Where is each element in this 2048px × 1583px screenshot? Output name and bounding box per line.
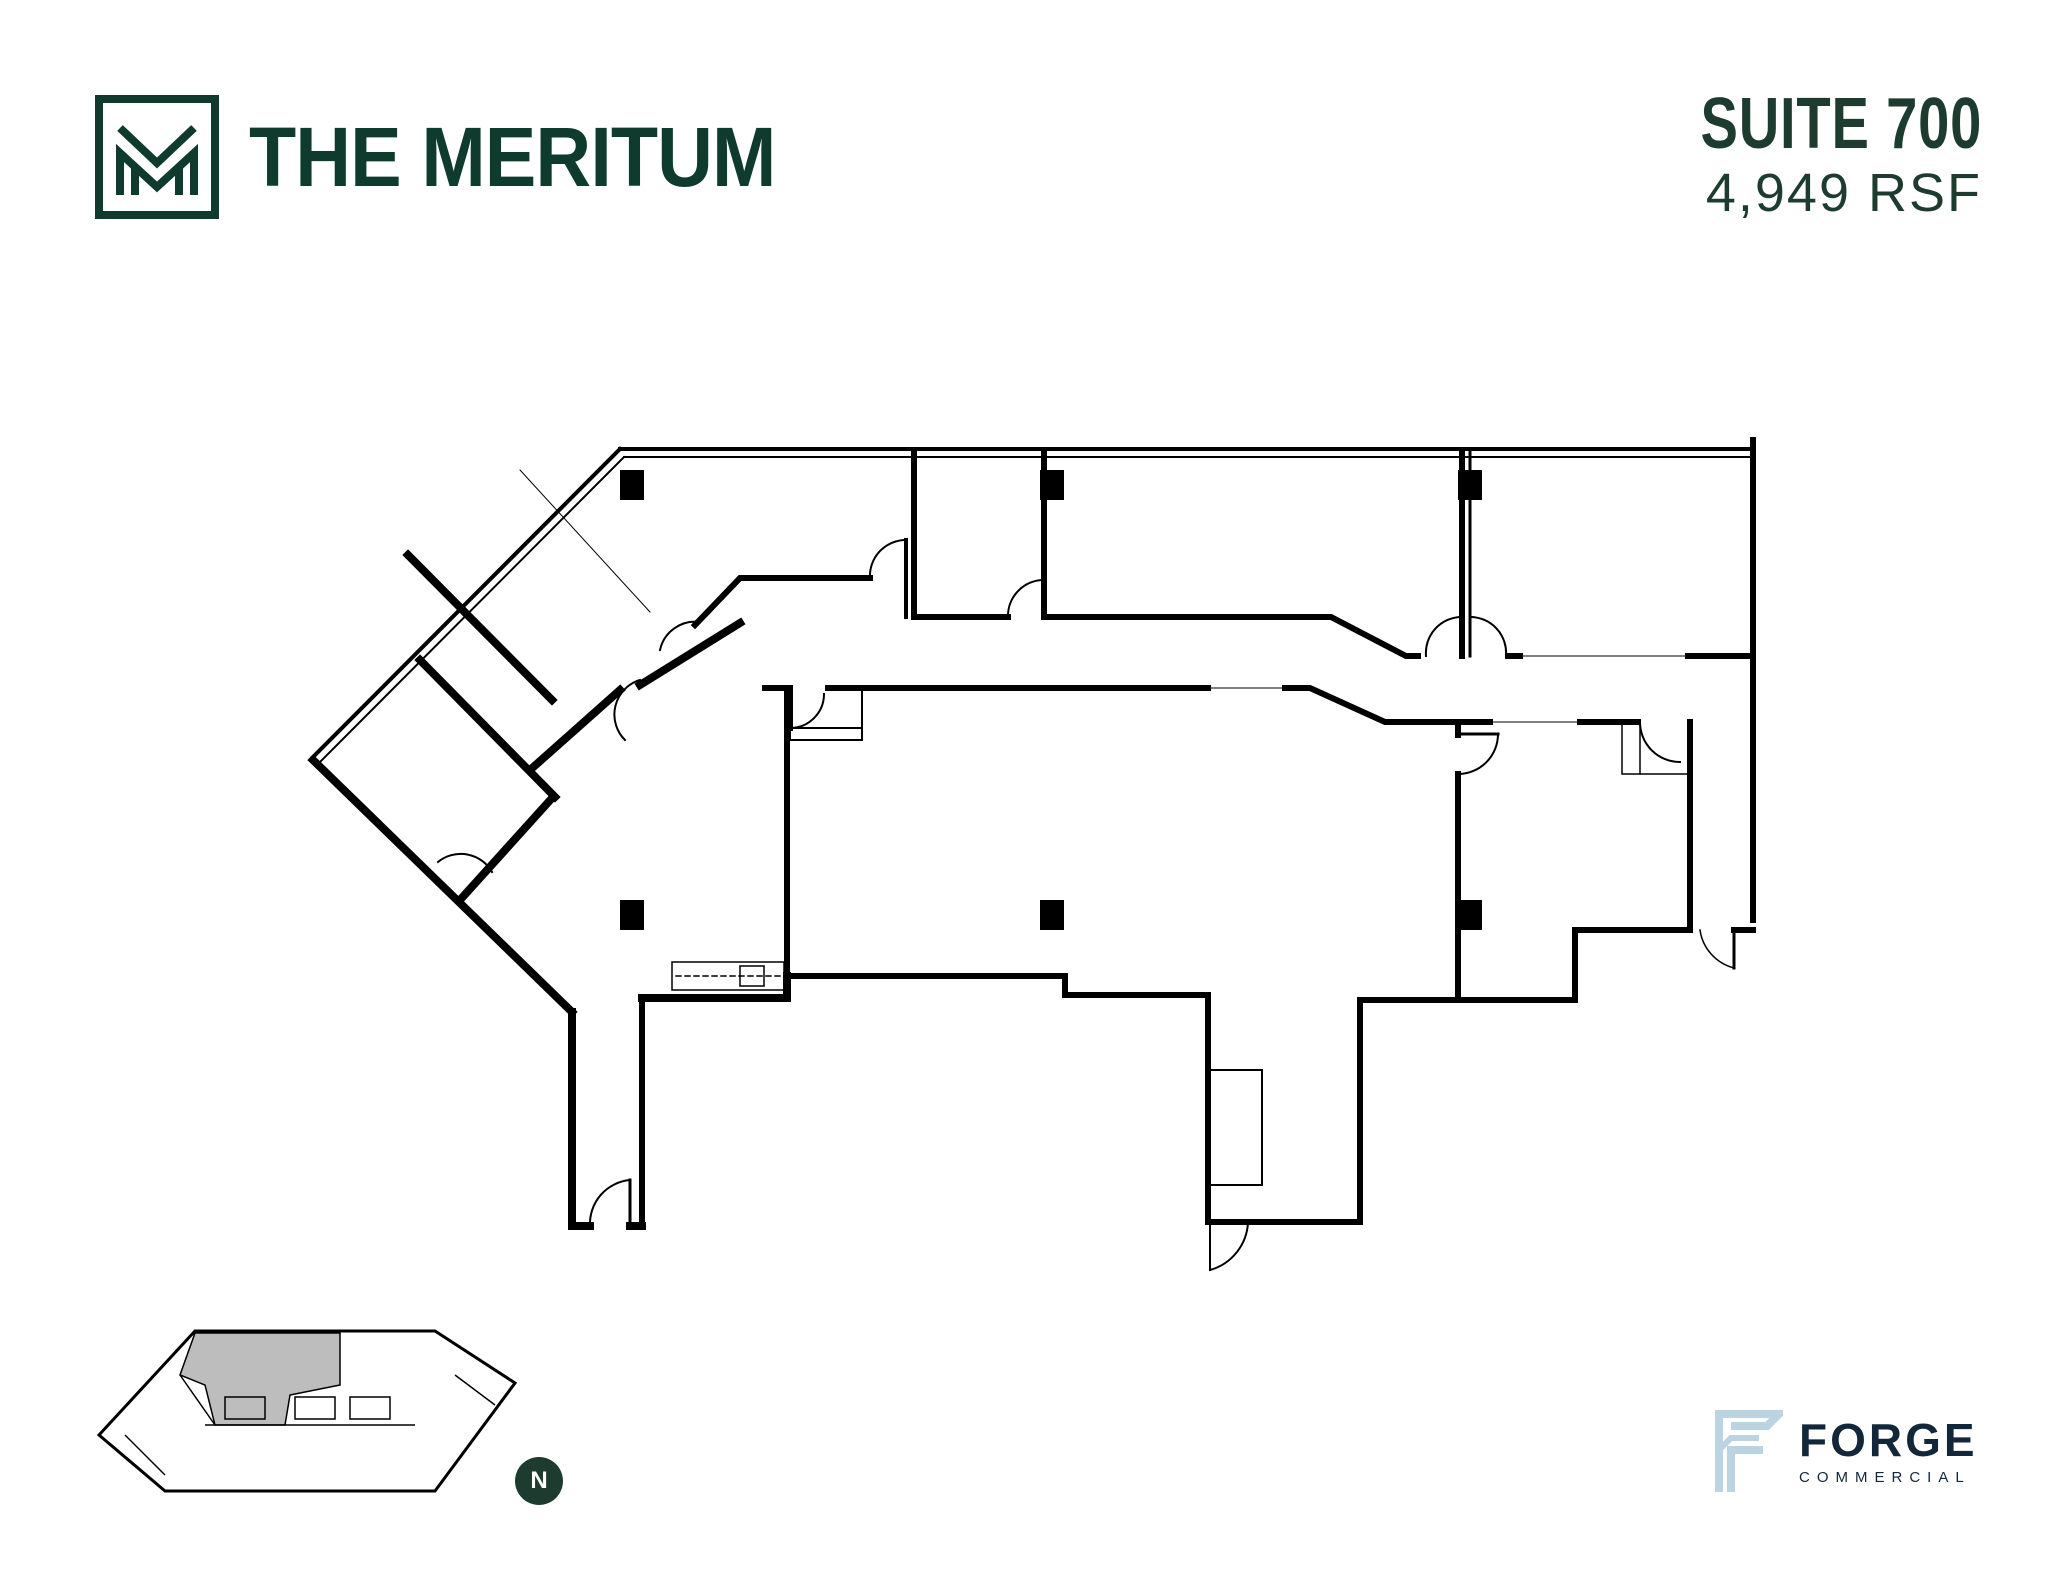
north-icon: N (515, 1457, 563, 1505)
suite-area: 4,949 RSF (1705, 163, 1982, 223)
brand-logo: THE MERITUM (95, 95, 821, 219)
key-plan (96, 1329, 518, 1493)
broker-name: FORGE (1799, 1413, 1978, 1466)
broker-subtitle: COMMERCIAL (1799, 1468, 1971, 1486)
forge-logo-icon (1715, 1410, 1783, 1492)
brand-name: THE MERITUM (249, 110, 776, 204)
forge-commercial-logo: FORGE COMMERCIAL (1715, 1410, 1978, 1492)
suite-info: SUITE 700 4,949 RSF (1621, 88, 1982, 223)
north-indicator: N (515, 1445, 575, 1505)
suite-title: SUITE 700 (1700, 84, 1982, 164)
meritum-logo-icon (95, 95, 219, 219)
